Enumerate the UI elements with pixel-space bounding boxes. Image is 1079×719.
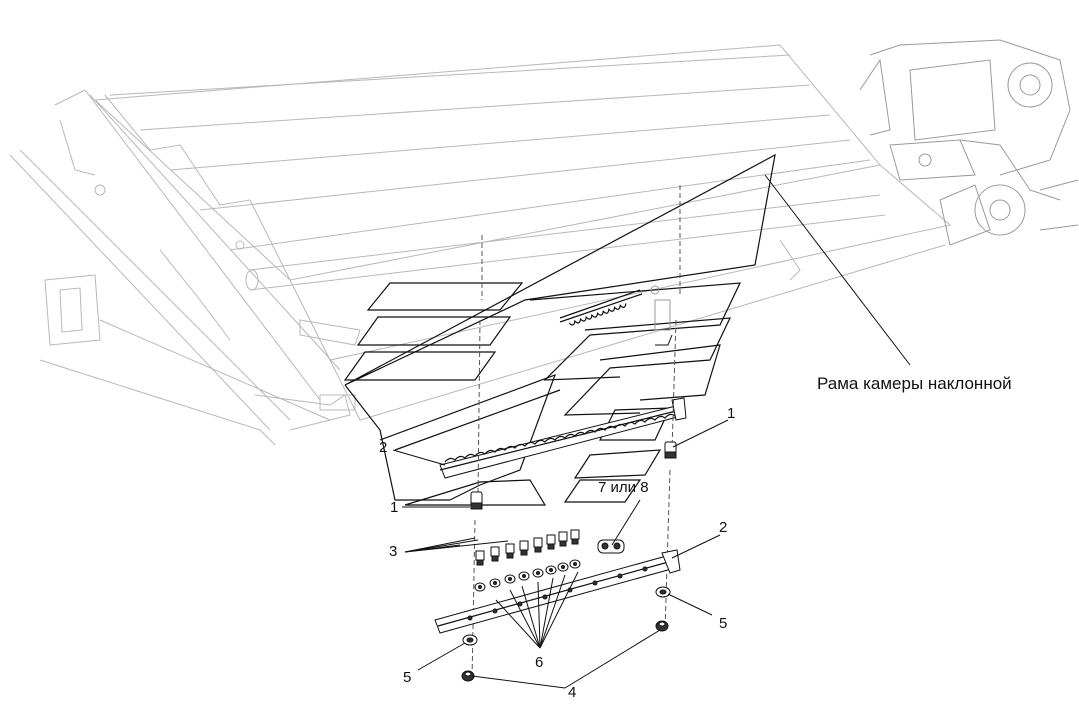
callout-5-left: 5 <box>403 669 411 686</box>
callout-1-right: 1 <box>727 405 735 422</box>
chain-link <box>597 539 625 554</box>
rack-bar-loose <box>434 549 681 634</box>
inclined-chamber-body <box>9 39 1079 446</box>
washer-left <box>462 634 478 646</box>
assembly-axes <box>471 185 681 681</box>
nut-row <box>474 559 581 592</box>
callout-3: 3 <box>389 543 397 560</box>
stud-bolt-right <box>664 441 677 459</box>
callout-4: 4 <box>568 684 576 701</box>
callout-5-right: 5 <box>719 615 727 632</box>
bracket-hint <box>654 299 671 331</box>
nut-right <box>655 620 669 632</box>
leader-lines <box>392 174 911 689</box>
washer-right <box>655 586 671 598</box>
nut-left <box>461 670 475 682</box>
stud-bolt-left <box>470 491 483 510</box>
frame-caption: Рама камеры наклонной <box>817 374 1012 393</box>
callout-2-left: 2 <box>379 439 387 456</box>
callout-6: 6 <box>535 654 543 671</box>
callout-7-or-8: 7 или 8 <box>598 479 649 496</box>
rack-bar-mounted <box>439 397 687 479</box>
callout-1-left: 1 <box>390 499 398 516</box>
bolt-row <box>475 529 580 566</box>
callout-2-right: 2 <box>719 519 727 536</box>
spring-detail <box>559 285 660 326</box>
side-shield-outline <box>343 153 776 506</box>
